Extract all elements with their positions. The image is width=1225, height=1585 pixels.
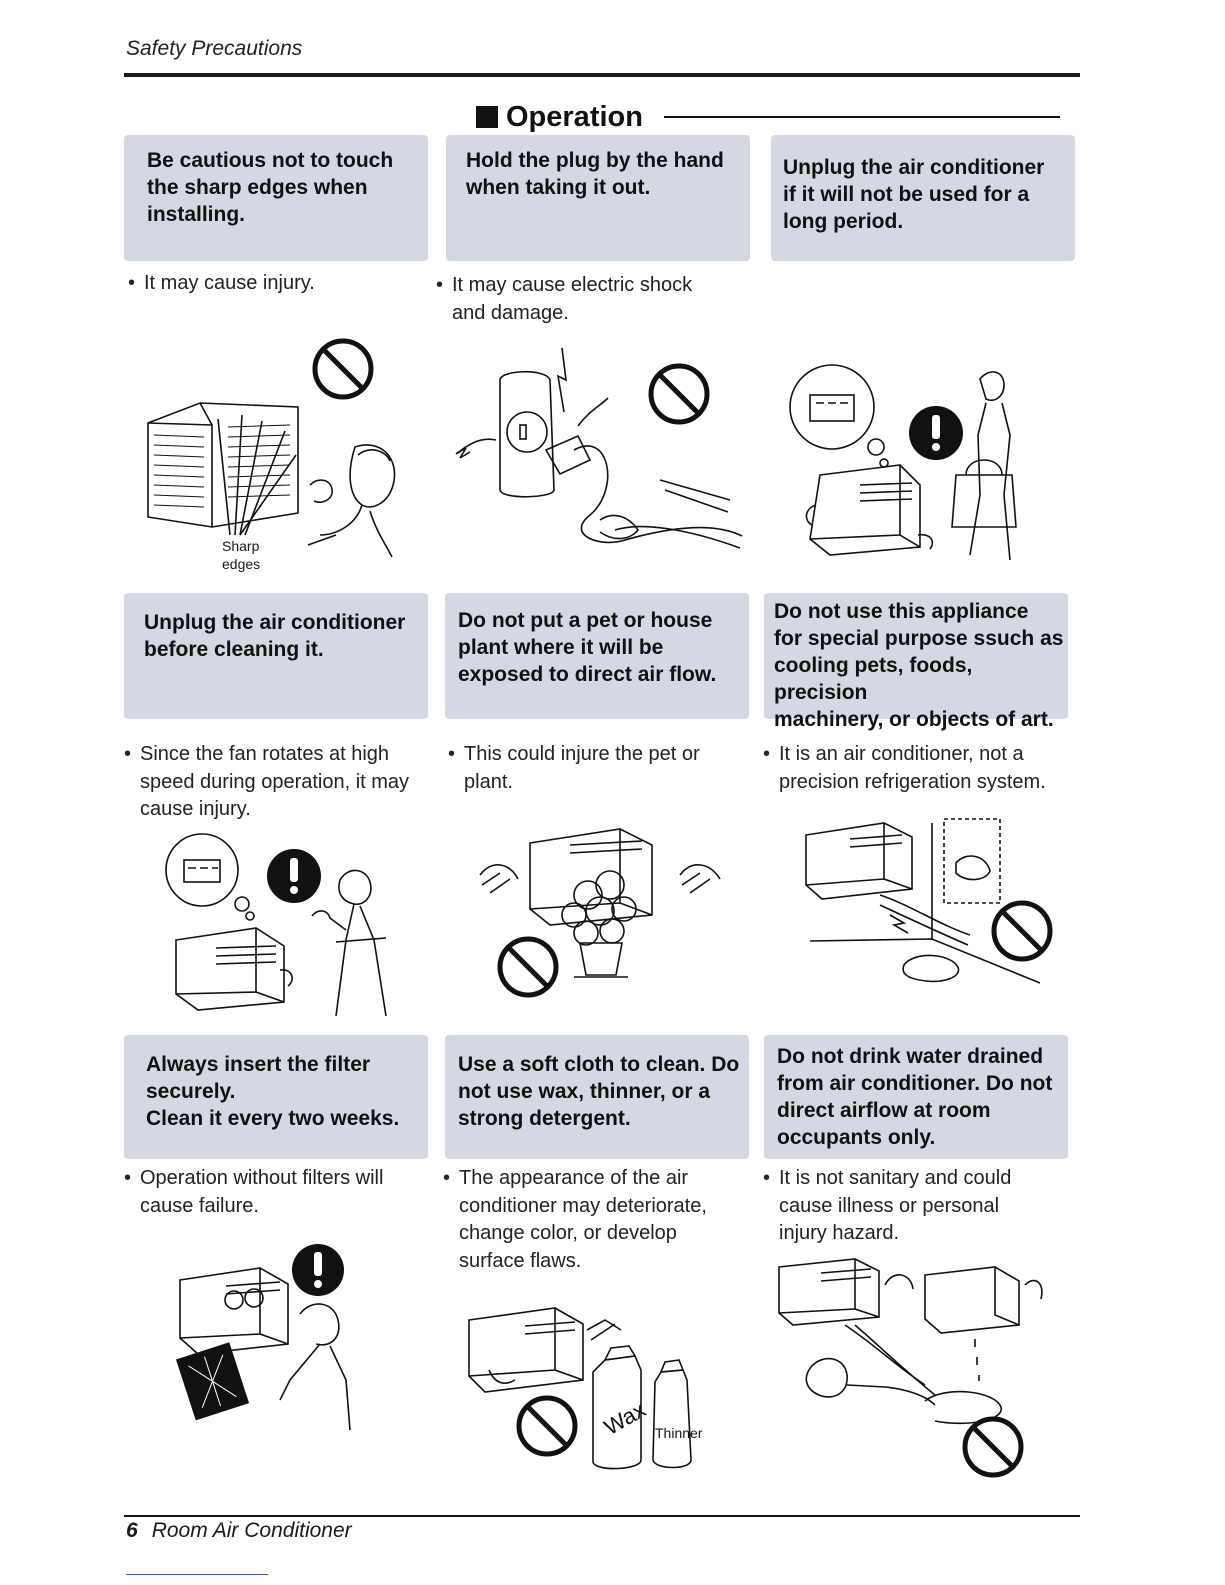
exclamation-icon: [292, 1244, 344, 1296]
page-header-title: Safety Precautions: [126, 37, 303, 60]
unplug-long-period-illustration: [780, 355, 1060, 575]
warning-card: Hold the plug by the hand when taking it…: [446, 135, 750, 261]
square-bullet-icon: [476, 106, 498, 128]
prohibited-icon: [516, 1395, 578, 1457]
prohibited-icon: [648, 363, 710, 425]
prohibited-icon: [991, 900, 1053, 962]
sharp-edges-illustration: [140, 335, 410, 575]
bottle-label-wax: Wax: [600, 1397, 650, 1440]
illustration-caption: Sharp edges: [222, 538, 261, 572]
note-text: It is not sanitary and could cause illne…: [763, 1165, 1069, 1248]
prohibited-icon: [962, 1416, 1024, 1478]
footer-divider: [124, 1515, 1080, 1517]
warning-card: Use a soft cloth to clean. Do not use wa…: [445, 1035, 749, 1159]
note-content: It is not sanitary and could cause illne…: [779, 1167, 1012, 1244]
card-heading: Unplug the air conditioner before cleani…: [144, 611, 406, 661]
note-content: It is an air conditioner, not a precisio…: [779, 743, 1046, 793]
bottle-label-thinner: Thinner: [655, 1425, 703, 1441]
card-heading: Do not put a pet or house plant where it…: [458, 609, 717, 686]
section-title: Operation: [506, 100, 643, 133]
card-heading: Do not use this appliance for special pu…: [774, 600, 1064, 731]
filter-insert-illustration: [170, 1240, 380, 1435]
section-heading: Operation: [476, 97, 643, 137]
exclamation-icon: [909, 406, 963, 460]
special-purpose-illustration: [800, 815, 1060, 995]
plant-airflow-illustration: [470, 815, 730, 1015]
note-text: It is an air conditioner, not a precisio…: [763, 741, 1069, 796]
note-text: It may cause electric shock and damage.: [436, 272, 746, 327]
prohibited-icon: [312, 338, 374, 400]
note-content: Operation without filters will cause fai…: [140, 1167, 384, 1217]
note-text: Since the fan rotates at high speed duri…: [124, 741, 434, 824]
warning-card: Unplug the air conditioner before cleani…: [124, 593, 428, 719]
warning-card: Always insert the filter securely. Clean…: [124, 1035, 428, 1159]
note-text: Operation without filters will cause fai…: [124, 1165, 434, 1220]
section-divider: [664, 116, 1060, 118]
warning-card: Be cautious not to touch the sharp edges…: [124, 135, 428, 261]
drain-water-illustration: [775, 1255, 1050, 1480]
bottom-link-underline: [126, 1574, 268, 1575]
note-content: This could injure the pet or plant.: [464, 743, 700, 793]
note-content: The appearance of the air conditioner ma…: [459, 1167, 707, 1272]
unplug-cleaning-illustration: [160, 830, 410, 1020]
note-content: Since the fan rotates at high speed duri…: [140, 743, 410, 820]
note-text: It may cause injury.: [128, 270, 428, 298]
card-heading: Be cautious not to touch the sharp edges…: [147, 149, 394, 226]
prohibited-icon: [497, 936, 559, 998]
card-heading: Unplug the air conditioner if it will no…: [783, 156, 1045, 233]
note-content: It may cause injury.: [144, 272, 315, 294]
wax-thinner-illustration: Wax Thinner: [465, 1300, 715, 1480]
plug-pull-illustration: [450, 340, 750, 565]
warning-card: Do not drink water drained from air cond…: [764, 1035, 1068, 1159]
card-heading: Do not drink water drained from air cond…: [777, 1045, 1053, 1149]
page-footer: 6 Room Air Conditioner: [126, 1519, 352, 1543]
warning-card: Do not use this appliance for special pu…: [764, 593, 1068, 731]
page-number: 6: [126, 1519, 138, 1542]
note-content: It may cause electric shock and damage.: [452, 274, 693, 324]
exclamation-icon: [267, 849, 321, 903]
card-heading: Use a soft cloth to clean. Do not use wa…: [458, 1053, 740, 1130]
warning-card: Unplug the air conditioner if it will no…: [771, 135, 1075, 261]
note-text: This could injure the pet or plant.: [448, 741, 748, 796]
footer-title: Room Air Conditioner: [151, 1519, 352, 1542]
card-heading: Always insert the filter securely. Clean…: [146, 1053, 400, 1130]
card-heading: Hold the plug by the hand when taking it…: [466, 149, 724, 199]
warning-card: Do not put a pet or house plant where it…: [445, 593, 749, 719]
header-divider: [124, 73, 1080, 77]
filter-icon: [176, 1342, 250, 1421]
note-text: The appearance of the air conditioner ma…: [443, 1165, 749, 1275]
